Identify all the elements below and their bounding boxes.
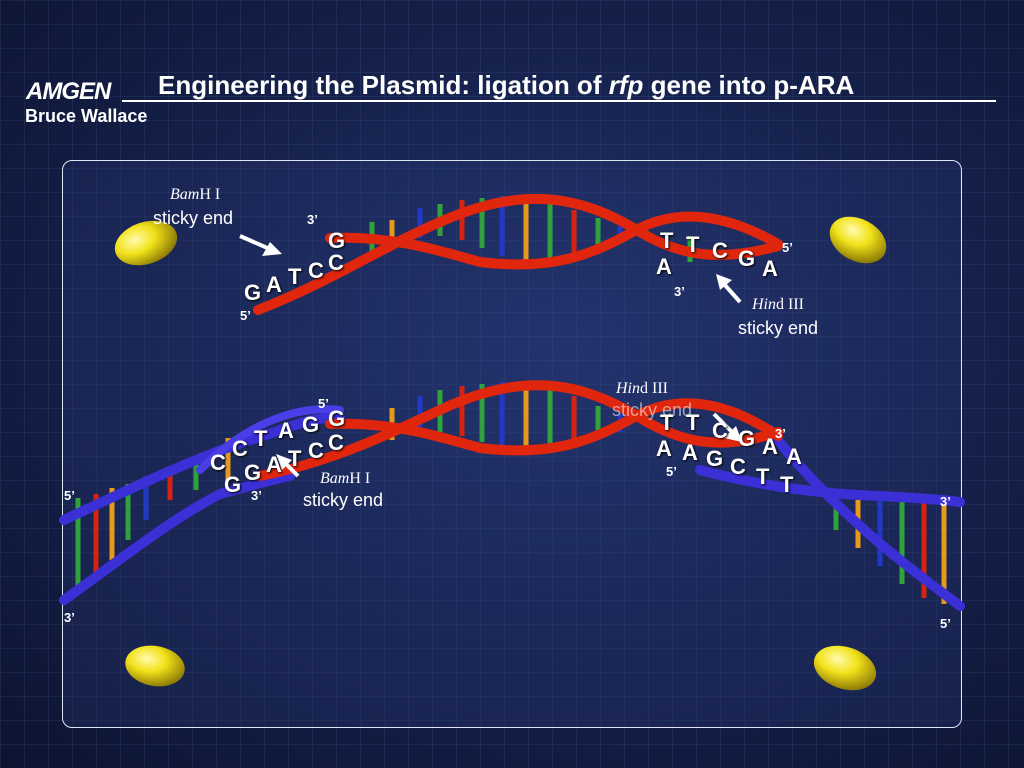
base-letter: G <box>244 280 262 305</box>
end-label: 5’ <box>240 308 251 323</box>
base-letter: A <box>266 272 282 297</box>
pointer-arrows <box>239 234 742 478</box>
title-underline <box>122 100 996 102</box>
diagram-panel <box>62 160 962 728</box>
base-letter: G <box>328 228 346 253</box>
base-letter: A <box>762 256 778 281</box>
base-letter: G <box>738 426 756 451</box>
base-letter: C <box>712 418 728 443</box>
rfp-fragment-rungs <box>369 196 693 262</box>
hindiii-enzyme-label-top: Hind III <box>752 296 804 313</box>
base-letter: T <box>686 410 700 435</box>
base-letter: T <box>254 426 268 451</box>
rfp-fragment-helix <box>253 193 783 315</box>
bamhi-enzyme-label-bottom: BamH I <box>320 470 371 487</box>
base-letter: G <box>738 246 756 271</box>
base-letter: T <box>660 410 674 435</box>
end-label: 5’ <box>782 240 793 255</box>
base-letter: T <box>288 446 302 471</box>
hindiii-sticky-label-bottom: sticky end <box>612 400 693 420</box>
end-label: 3’ <box>64 610 75 625</box>
bamhi-enzyme-label-top: BamH I <box>170 186 221 203</box>
title-suffix: gene into p-ARA <box>643 70 855 100</box>
base-letter: C <box>210 450 226 475</box>
end-label: 5’ <box>318 396 329 411</box>
base-letter: T <box>660 228 674 253</box>
amgen-logo: AMGEN <box>26 78 111 105</box>
capsule-bottom-right <box>813 645 877 691</box>
arrow-hindiii-bottom-head <box>724 426 742 442</box>
base-letter: G <box>328 406 346 431</box>
capsule-bottom-left <box>125 645 185 687</box>
base-letter: T <box>686 232 700 257</box>
capsule-top-left <box>114 220 178 266</box>
arrow-bamhi-top <box>239 234 273 252</box>
end-label: 3’ <box>775 426 786 441</box>
base-letter: A <box>278 418 294 443</box>
end-label: 5’ <box>64 488 75 503</box>
bamhi-sticky-label-bottom: sticky end <box>303 490 384 510</box>
base-letter: G <box>224 472 242 497</box>
base-letter: A <box>266 452 282 477</box>
end-label: 3’ <box>307 212 318 227</box>
arrow-hindiii-bottom <box>712 412 736 436</box>
end-label: 3’ <box>674 284 685 299</box>
base-letter: C <box>712 238 728 263</box>
capsule-top-right <box>829 216 887 264</box>
author-name: Bruce Wallace <box>25 106 148 126</box>
base-letter: T <box>288 264 302 289</box>
base-letter: T <box>780 472 794 497</box>
slide-title: Engineering the Plasmid: ligation of rfp… <box>158 70 854 101</box>
base-letter: G <box>706 446 724 471</box>
base-letter: T <box>756 464 770 489</box>
base-letter: G <box>302 412 320 437</box>
base-letter: A <box>786 444 802 469</box>
bamhi-sticky-label-top: sticky end <box>153 208 234 228</box>
arrow-hindiii-top-head <box>716 274 732 290</box>
base-letter: C <box>328 430 344 455</box>
base-letter: G <box>244 460 262 485</box>
base-letter: C <box>232 436 248 461</box>
end-label: 3’ <box>940 494 951 509</box>
hindiii-sticky-label-top: sticky end <box>738 318 819 338</box>
base-letter: A <box>762 434 778 459</box>
title-gene: rfp <box>608 70 644 100</box>
recombinant-plasmid-helix <box>59 380 965 611</box>
base-letter: C <box>730 454 746 479</box>
base-letter: A <box>682 440 698 465</box>
base-letter: A <box>656 254 672 279</box>
end-label: 5’ <box>940 616 951 631</box>
end-label: 5’ <box>666 464 677 479</box>
base-letter: C <box>308 258 324 283</box>
base-letter: C <box>308 438 324 463</box>
base-letter: C <box>328 250 344 275</box>
arrow-bamhi-bottom-head <box>276 454 292 470</box>
end-label: 3’ <box>251 488 262 503</box>
hindiii-enzyme-label-bottom: Hind III <box>616 380 668 397</box>
arrow-hindiii-top <box>722 282 742 304</box>
base-letter: A <box>656 436 672 461</box>
arrow-bamhi-top-head <box>262 242 282 256</box>
title-prefix: Engineering the Plasmid: ligation of <box>158 70 609 100</box>
